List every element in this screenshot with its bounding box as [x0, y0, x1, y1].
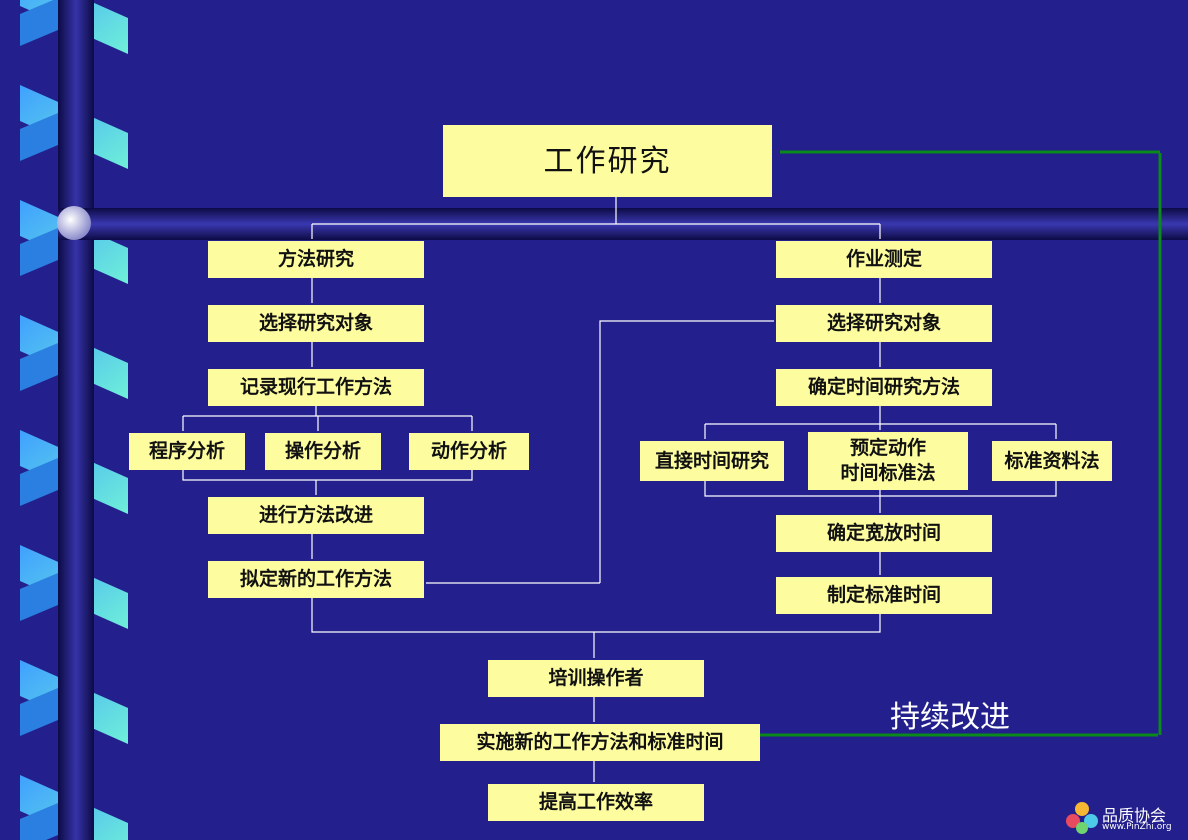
- ribbon-back-strip: [20, 228, 58, 276]
- logo: 品质协会 www.PinZhi.org: [1064, 798, 1184, 838]
- standard-time-node: 制定标准时间: [776, 577, 992, 614]
- improve-efficiency-node: 提高工作效率: [488, 784, 704, 821]
- logo-flower-icon: [1066, 802, 1098, 834]
- ribbon-back-strip: [20, 803, 58, 840]
- logo-url: www.PinZhi.org: [1102, 822, 1172, 832]
- work-measurement-node: 作业测定: [776, 241, 992, 278]
- ribbon-back-strip: [20, 0, 58, 46]
- ribbon-back-strip: [20, 688, 58, 736]
- standard-data-node: 标准资料法: [992, 441, 1112, 481]
- ribbon-back-strip: [20, 458, 58, 506]
- time-study-method-node: 确定时间研究方法: [776, 369, 992, 406]
- logo-name: 品质协会: [1102, 806, 1167, 825]
- direct-time-study-node: 直接时间研究: [640, 441, 784, 481]
- new-method-node: 拟定新的工作方法: [208, 561, 424, 598]
- motion-analysis-node: 动作分析: [409, 433, 529, 470]
- predetermined-time-node: 预定动作 时间标准法: [808, 432, 968, 490]
- allowance-time-node: 确定宽放时间: [776, 515, 992, 552]
- ribbon-back-strip: [20, 343, 58, 391]
- operation-analysis-node: 操作分析: [265, 433, 381, 470]
- method-study-node: 方法研究: [208, 241, 424, 278]
- measure-select-object-node: 选择研究对象: [776, 305, 992, 342]
- arrow-new-method-to-measure: [599, 320, 774, 583]
- train-operator-node: 培训操作者: [488, 660, 704, 697]
- analysis-merge: [182, 470, 473, 481]
- method-select-object-node: 选择研究对象: [208, 305, 424, 342]
- process-analysis-node: 程序分析: [129, 433, 245, 470]
- continuous-improvement-label: 持续改进: [890, 700, 1010, 735]
- ribbon-back-strip: [20, 573, 58, 621]
- method-improvement-node: 进行方法改进: [208, 497, 424, 534]
- root-node-work-study: 工作研究: [443, 125, 772, 197]
- record-current-method-node: 记录现行工作方法: [208, 369, 424, 406]
- bottom-merge: [311, 598, 881, 633]
- ribbon-back-strip: [20, 113, 58, 161]
- implement-node: 实施新的工作方法和标准时间: [440, 724, 760, 761]
